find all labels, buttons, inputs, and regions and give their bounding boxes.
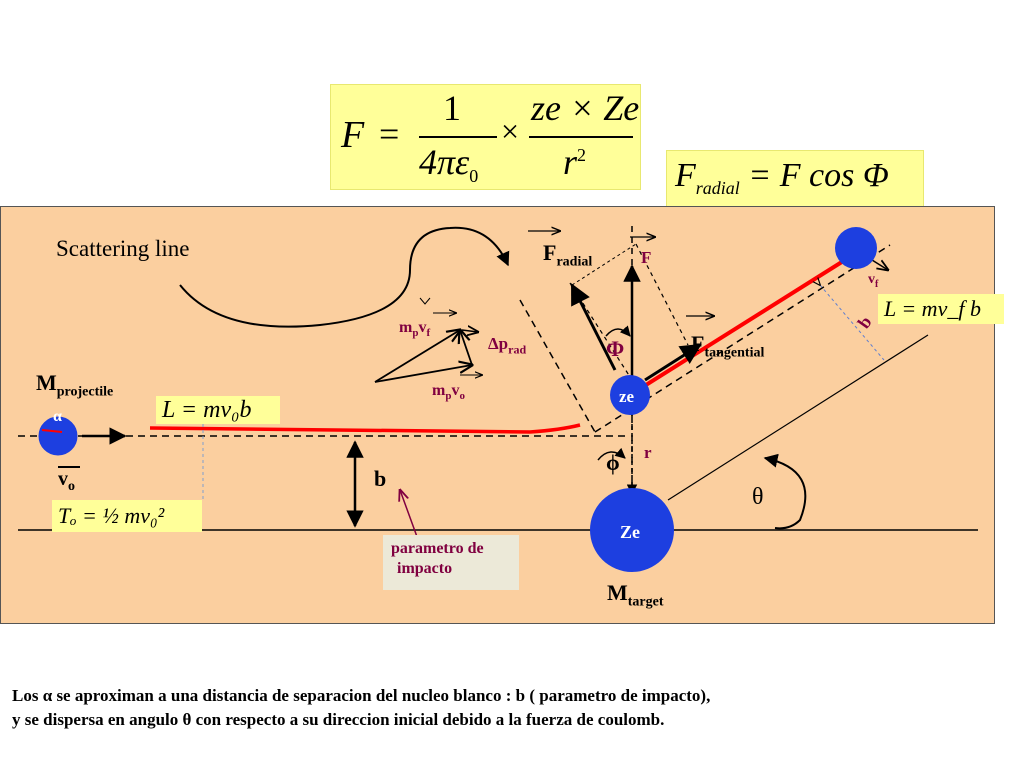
radial-formula-box: Fradial = F cos Φ [666, 150, 924, 208]
caption-line2: y se dispersa en angulo θ con respecto a… [12, 710, 665, 729]
vf-arrow [871, 259, 888, 270]
formula-den2: r2 [563, 142, 587, 182]
delta-p-label: Δprad [488, 334, 527, 357]
alpha-mark [41, 429, 63, 433]
T0-equation: Tₒ = ½ mv₀² [52, 500, 202, 532]
impact-parameter-box: parametro de impacto [383, 535, 519, 590]
phi-lower-arc [597, 447, 626, 461]
momentum-mpvf [374, 330, 460, 383]
force-diagonal-dashed-2 [635, 243, 689, 346]
incoming-trajectory [149, 423, 581, 434]
v0-vector-mark [58, 466, 80, 468]
r-label: r [644, 443, 652, 462]
vf-label: vf [868, 272, 879, 290]
v-tick [419, 297, 431, 305]
impact-parameter-line2: impacto [397, 560, 453, 577]
Lf-drop-line [820, 285, 885, 361]
theta-arc [763, 453, 807, 530]
coulomb-formula-box: F = 1 4πε0 × ze × Ze r2 [330, 84, 641, 190]
f-radial-label: Fradial [543, 240, 593, 270]
caption: Los α se aproximan a una distancia de se… [12, 684, 1012, 732]
f-label: F [641, 248, 652, 267]
f-tangential-arrow [644, 343, 702, 382]
Ze-label: Ze [620, 522, 640, 542]
formula-fraction-bar-1 [419, 136, 497, 138]
mpvo-label: mpvo [432, 382, 465, 403]
b-label: b [374, 466, 387, 491]
formula-den1: 4πε0 [419, 142, 479, 187]
phi-upper-label: Φ [606, 336, 625, 361]
scattering-line-label: Scattering line [56, 236, 190, 261]
ze-particle [610, 375, 650, 415]
alpha-label: α [53, 408, 62, 425]
scattered-particle [835, 227, 877, 269]
phi-upper-arc [605, 325, 631, 337]
outgoing-axis [594, 244, 891, 433]
momentum-delta [460, 330, 473, 366]
f-radial-arrow [570, 283, 617, 371]
formula-times: × [501, 113, 520, 149]
target-nucleus [590, 488, 674, 572]
formula-fraction-bar-2 [529, 136, 633, 138]
momentum-delta-2 [461, 330, 478, 332]
theta-label: θ [752, 484, 764, 510]
scattering-line-curve [179, 226, 510, 328]
momentum-mpvo [374, 365, 472, 383]
v0-label: vo [58, 468, 75, 494]
outgoing-trajectory [628, 258, 847, 397]
f-tangential-label: Ftangential [691, 331, 765, 361]
radial-formula: Fradial = F cos Φ [675, 157, 889, 198]
caption-line1: Los α se aproximan a una distancia de se… [12, 686, 711, 705]
mpvf-label: mpvf [399, 319, 431, 340]
Lf-equation: L = mv_f b [878, 294, 1004, 324]
m-target-label: Mtarget [607, 580, 664, 610]
ze-label: ze [619, 387, 635, 406]
m-projectile-label: Mprojectile [36, 370, 114, 400]
formula-f: F [341, 114, 365, 156]
formula-num2: ze × Ze [531, 88, 640, 128]
f-triangle-top [571, 243, 637, 286]
impact-parameter-line1: parametro de [391, 540, 484, 557]
scattering-angle-line [667, 334, 929, 501]
L0-equation: L = mv₀b [156, 396, 280, 424]
alpha-particle [38, 416, 78, 456]
formula-equals: = [379, 114, 400, 154]
phi-lower-label: ϕ [606, 450, 620, 475]
formula-num1: 1 [443, 88, 461, 128]
scattering-line-dashed [519, 299, 596, 433]
